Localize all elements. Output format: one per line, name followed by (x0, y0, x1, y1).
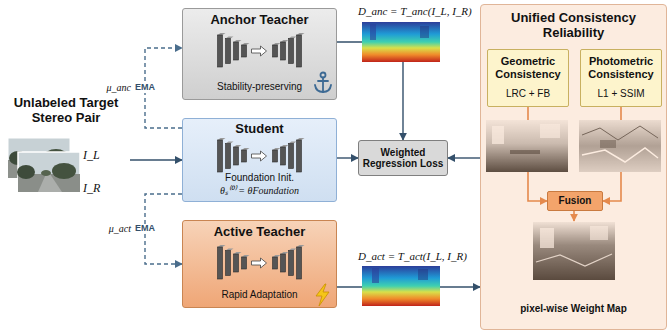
box-subtitle: Foundation Init. (186, 172, 333, 184)
illustration-shape (420, 26, 429, 38)
layer-face (218, 245, 226, 247)
box-title: Photometric Consistency (584, 55, 658, 80)
input-group: Unlabeled Target Stereo Pair (2, 96, 130, 221)
layer-block (297, 140, 302, 172)
layer-face (281, 252, 289, 254)
layer-block (242, 150, 247, 162)
layer-face (226, 142, 234, 144)
flow-arrow (252, 151, 267, 161)
illustration-shape (418, 269, 428, 280)
map-caption: pixel-wise Weight Map (484, 303, 663, 315)
flow-arrow (337, 157, 358, 158)
layer-block (218, 247, 223, 279)
flow-arrow (448, 157, 480, 158)
layer-block (242, 45, 247, 57)
active-depth-map (362, 266, 440, 306)
momentum-label: μ_anc (100, 82, 131, 93)
network-icon (183, 138, 336, 174)
box-label: Weighted Regression Loss (362, 147, 444, 170)
layer-block (234, 147, 239, 165)
stereo-image-right (17, 152, 80, 192)
layer-block (273, 150, 278, 162)
layer-block (218, 140, 223, 172)
box-subtitle: Rapid Adaptation (186, 289, 333, 301)
layer-face (281, 145, 289, 147)
layer-block (234, 254, 239, 272)
network-icon (183, 33, 336, 69)
box-title: Active Teacher (186, 225, 333, 240)
layer-face (289, 249, 297, 251)
network-icon (183, 245, 336, 281)
layer-block (281, 147, 286, 165)
layer-block (226, 39, 231, 64)
illustration-shape (362, 266, 440, 306)
layer-face (289, 142, 297, 144)
layer-block (273, 45, 278, 57)
layer-block (297, 35, 302, 67)
layer-block (218, 35, 223, 67)
flow-arrow (252, 46, 267, 56)
illustration-shape (52, 163, 76, 179)
layer-block (289, 144, 294, 169)
layer-block (289, 39, 294, 64)
layer-block (289, 251, 294, 276)
momentum-label: μ_act (100, 223, 131, 234)
anchor-symbol (312, 71, 334, 95)
consistency-box: Photometric Consistency L1 + SSIM (580, 49, 662, 107)
illustration-shape (372, 268, 379, 283)
box-subtitle: LRC + FB (491, 88, 565, 100)
box-title: Geometric Consistency (491, 55, 565, 80)
anchor-symbol (315, 73, 331, 93)
layer-block (234, 42, 239, 60)
student-box: StudentFoundation Init.θₛ⁽⁰⁾ = θFoundati… (182, 118, 337, 202)
layer-face (242, 148, 250, 150)
teacher-box: Active TeacherRapid Adaptation (182, 220, 337, 308)
depth-formula: D_anc = T_anc(I_L, I_R) (358, 5, 472, 17)
layer-block (273, 257, 278, 269)
loss-box: Weighted Regression Loss (358, 140, 448, 176)
layer-face (234, 145, 242, 147)
layer-face (234, 252, 242, 254)
edge-label: EMA (134, 224, 156, 234)
layer-face (273, 148, 281, 150)
layer-face (297, 138, 305, 140)
edge-label: EMA (134, 83, 156, 93)
panel-title: Unified Consistency Reliability (484, 11, 663, 41)
box-title: Student (186, 122, 333, 137)
illustration-shape (41, 170, 51, 176)
depth-formula: D_act = T_act(I_L, I_R) (358, 250, 467, 262)
layer-face (218, 138, 226, 140)
layer-block (226, 144, 231, 169)
box-title: Anchor Teacher (186, 13, 333, 28)
lightning-symbol (316, 284, 329, 306)
box-label: Fusion (551, 195, 599, 207)
lightning-symbol (312, 283, 334, 307)
reliability-panel: Unified Consistency Reliability pixel-wis… (480, 4, 667, 330)
fusion-box: Fusion (547, 191, 603, 211)
layer-block (281, 42, 286, 60)
box-subtitle: L1 + SSIM (584, 88, 658, 100)
flow-arrow (252, 258, 267, 268)
formula: θₛ⁽⁰⁾ = θFoundation (186, 185, 333, 197)
illustration-shape (18, 152, 80, 192)
image-label: I_R (83, 181, 100, 196)
box-subtitle: Stability-preserving (186, 81, 333, 93)
layer-block (226, 251, 231, 276)
image-label: I_L (83, 148, 100, 163)
group-heading: Unlabeled Target Stereo Pair (5, 96, 127, 126)
layer-block (281, 254, 286, 272)
layer-face (297, 245, 305, 247)
illustration-shape (370, 24, 376, 40)
layer-block (297, 247, 302, 279)
layer-face (226, 249, 234, 251)
anchor-depth-map (362, 22, 440, 62)
illustration-shape (17, 165, 35, 179)
teacher-box: Anchor TeacherStability-preserving (182, 8, 337, 100)
consistency-box: Geometric ConsistencyLRC + FB (487, 49, 569, 107)
layer-block (242, 257, 247, 269)
illustration-shape (362, 22, 440, 62)
flow-arrow (130, 159, 182, 160)
